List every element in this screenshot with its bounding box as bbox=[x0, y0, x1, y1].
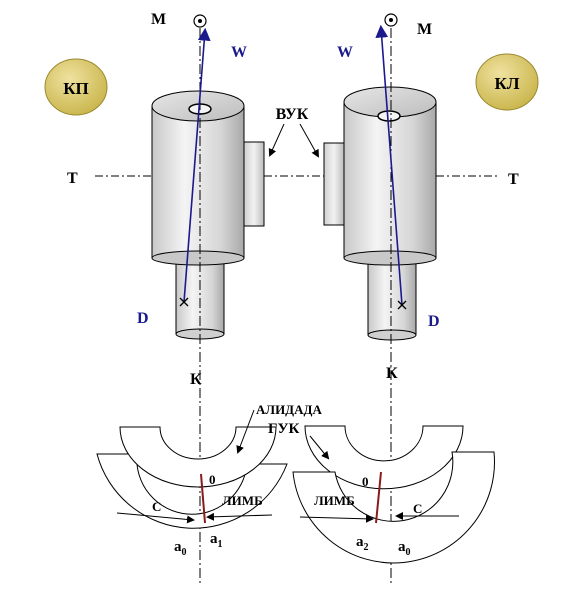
label-d-right: D bbox=[428, 313, 440, 330]
label-a2: a2 bbox=[356, 534, 369, 553]
badge-kl: КЛ bbox=[475, 53, 539, 111]
label-alidada: АЛИДАДА bbox=[256, 402, 322, 417]
label-w-left: W bbox=[231, 44, 247, 61]
label-t-left: T bbox=[67, 170, 78, 187]
label-a1: a1 bbox=[210, 531, 223, 550]
label-c-right: C bbox=[413, 501, 422, 516]
label-t-right: T bbox=[508, 171, 519, 188]
point-d-left bbox=[179, 297, 189, 307]
point-d-right bbox=[397, 300, 407, 310]
label-c-left: C bbox=[152, 499, 161, 514]
badge-kp: КП bbox=[44, 58, 108, 116]
index-line-left bbox=[200, 473, 206, 524]
alidada-arrow bbox=[236, 409, 255, 454]
index-line-right bbox=[375, 471, 382, 524]
arrow-c-left bbox=[116, 512, 195, 524]
label-limb-left: ЛИМБ bbox=[222, 493, 263, 508]
label-w-right: W bbox=[337, 44, 353, 61]
label-d-left: D bbox=[137, 310, 149, 327]
limb-right bbox=[292, 451, 495, 564]
alidade-left bbox=[119, 426, 277, 488]
label-zero-right: 0 bbox=[362, 474, 369, 489]
label-zero-left: 0 bbox=[209, 472, 216, 487]
guk-arrow bbox=[309, 435, 330, 460]
arrow-limb-left bbox=[206, 512, 273, 521]
instrument-left bbox=[151, 90, 265, 340]
label-a0-left: a0 bbox=[174, 539, 187, 558]
badge-kp-label: КП bbox=[63, 79, 89, 98]
target-m-left bbox=[193, 14, 207, 28]
instrument-right bbox=[323, 86, 437, 341]
label-m-right: M bbox=[417, 21, 432, 38]
sight-line-right bbox=[375, 24, 403, 306]
arrow-limb-right bbox=[299, 514, 374, 523]
vuk-arrow-left bbox=[268, 123, 285, 157]
label-limb-right: ЛИМБ bbox=[314, 493, 355, 508]
label-vuk: ВУК bbox=[276, 106, 309, 123]
sight-line-left bbox=[183, 27, 211, 303]
label-guk: ГУК bbox=[268, 421, 300, 437]
label-m-left: M bbox=[151, 11, 166, 28]
badge-kl-label: КЛ bbox=[495, 74, 520, 93]
target-m-right bbox=[384, 13, 398, 27]
vuk-arrow-right bbox=[299, 123, 319, 158]
label-k-right: К bbox=[386, 365, 398, 382]
label-k-left: К bbox=[190, 371, 202, 388]
label-a0-right: a0 bbox=[398, 539, 411, 558]
